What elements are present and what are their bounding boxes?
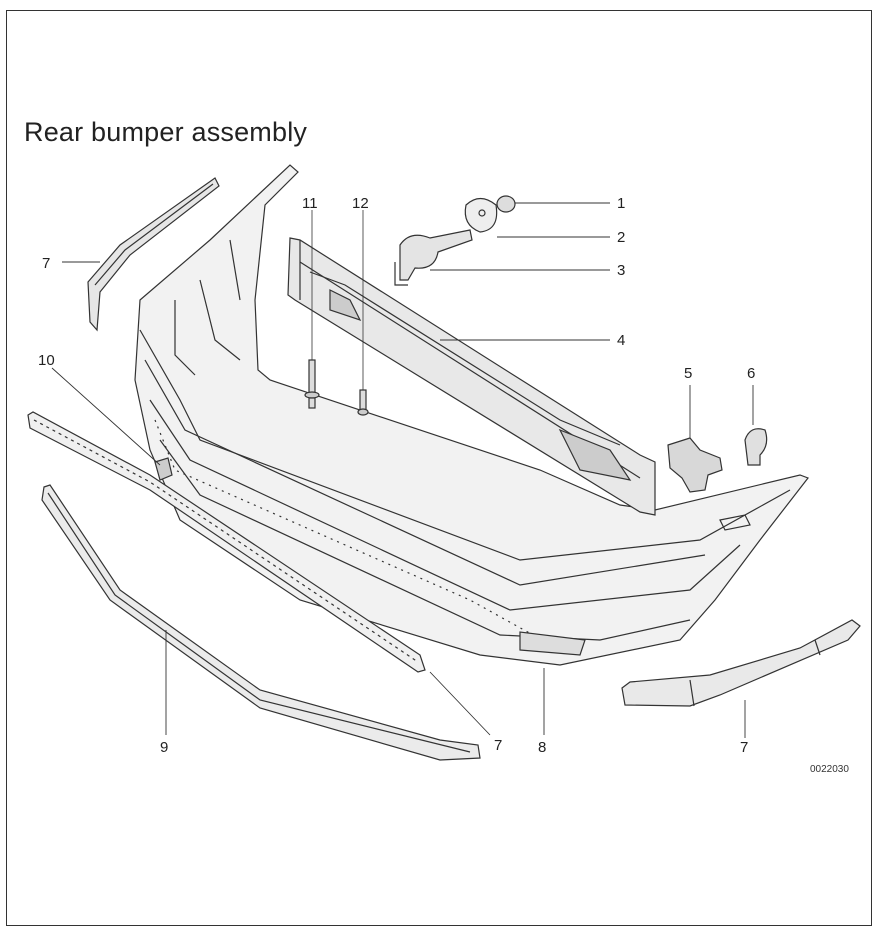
part-5-mount-bracket (667, 437, 723, 493)
leader-10 (51, 367, 161, 466)
diagram-frame (6, 10, 872, 926)
part-7-trim-strip-center (27, 411, 426, 673)
part-8-bumper-cover (134, 164, 809, 666)
callout-5: 5 (684, 365, 692, 382)
drawing-code: 0022030 (810, 764, 849, 775)
part-12-screw (357, 210, 369, 416)
part-9-lower-strip (41, 484, 481, 761)
part-2-plate (464, 197, 498, 233)
callout-4: 4 (617, 332, 625, 349)
part-6-clip (744, 428, 768, 466)
callout-2: 2 (617, 229, 625, 246)
part-3-tow-bracket (394, 229, 473, 286)
callout-10: 10 (38, 352, 55, 369)
callout-12: 12 (352, 195, 369, 212)
callout-7-center: 7 (494, 737, 502, 754)
callout-1: 1 (617, 195, 625, 212)
leader-7-center (429, 671, 491, 736)
part-7-trim-strip-right (621, 619, 861, 707)
part-11-bolt (304, 210, 320, 409)
callout-7-upper-left: 7 (42, 255, 50, 272)
callout-8: 8 (538, 739, 546, 756)
part-7-trim-strip-left (87, 177, 220, 332)
callout-3: 3 (617, 262, 625, 279)
callout-6: 6 (747, 365, 755, 382)
part-4-bumper-carrier (287, 237, 656, 516)
part-1-cap (496, 195, 516, 213)
diagram-title: Rear bumper assembly (24, 117, 308, 147)
callout-9: 9 (160, 739, 168, 756)
callout-11: 11 (302, 195, 318, 212)
part-10-plug (154, 457, 173, 481)
callout-7-right: 7 (740, 739, 748, 756)
